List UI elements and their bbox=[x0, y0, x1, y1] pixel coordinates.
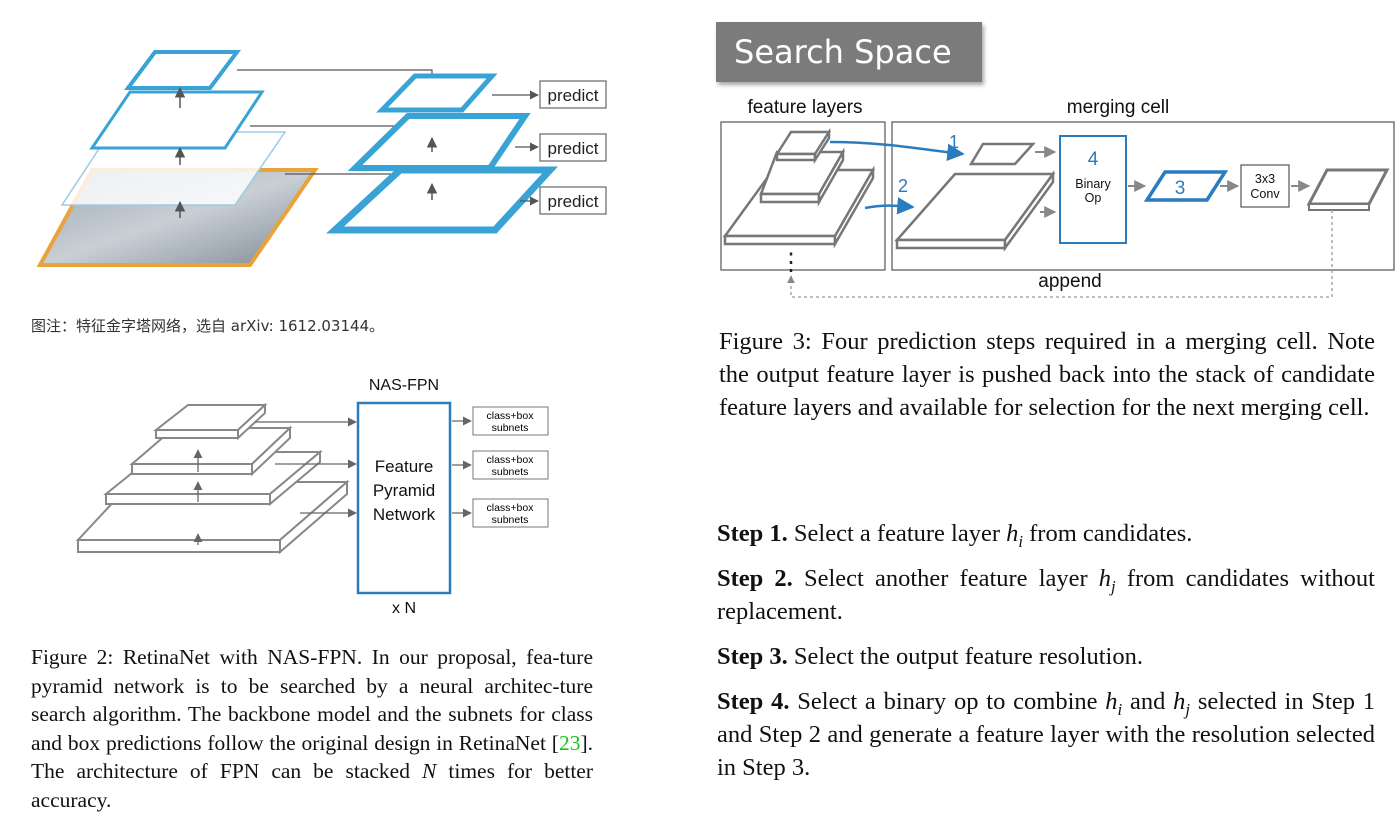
fpn-box-line: Pyramid bbox=[373, 481, 435, 500]
fpn-right-layer-2 bbox=[347, 113, 531, 171]
merging-cell-diagram: feature layers merging cell ⋮ 1 2 4 Bina… bbox=[720, 97, 1395, 298]
step-number: 1 bbox=[949, 132, 959, 152]
subnet-label: subnets bbox=[492, 514, 529, 526]
fpn-left-layer-1 bbox=[124, 50, 241, 90]
feature-layers-label: feature layers bbox=[747, 97, 862, 118]
final-feature-layer bbox=[1306, 168, 1390, 206]
conv-label: Conv bbox=[1250, 187, 1280, 201]
fpn-left-layer-2 bbox=[89, 90, 265, 150]
nas-fpn-diagram: NAS-FPN Feature Pyramid Network x N clas… bbox=[75, 377, 549, 617]
subnet-label: class+box bbox=[487, 502, 535, 514]
predict-label: predict bbox=[547, 86, 598, 105]
binary-op-label: Op bbox=[1085, 191, 1102, 205]
fpn-box-line: Feature bbox=[375, 457, 434, 476]
more-layers-dots: ⋮ bbox=[779, 249, 803, 276]
fpn-right-layer-1 bbox=[376, 73, 498, 113]
merging-cell-label: merging cell bbox=[1067, 97, 1169, 118]
step-1: Step 1. Select a feature layer hi from c… bbox=[717, 520, 1193, 551]
conv-label: 3x3 bbox=[1255, 172, 1275, 186]
step-number: 4 bbox=[1088, 149, 1099, 170]
subnet-label: subnets bbox=[492, 422, 529, 434]
repeat-label: x N bbox=[392, 600, 416, 617]
step-4: Step 4. Select a binary op to combine hi… bbox=[717, 688, 1375, 781]
steps-list: Step 1. Select a feature layer hi from c… bbox=[717, 517, 1375, 784]
feature-pyramid-network-box bbox=[356, 401, 452, 595]
step-2: Step 2. Select another feature layer hj … bbox=[717, 565, 1375, 625]
figure-3-caption: Figure 3: Four prediction steps required… bbox=[719, 328, 1375, 421]
step-number: 3 bbox=[1175, 178, 1186, 199]
binary-op-label: Binary bbox=[1075, 177, 1111, 191]
fpn-right-layer-3 bbox=[326, 166, 558, 234]
output-feature-layer bbox=[1143, 170, 1229, 202]
fpn-box-line: Network bbox=[373, 505, 436, 524]
subnet-label: subnets bbox=[492, 466, 529, 478]
predict-label: predict bbox=[547, 192, 598, 211]
step-3: Step 3. Select the output feature resolu… bbox=[717, 643, 1143, 670]
predict-label: predict bbox=[547, 139, 598, 158]
fpn-caption: 图注：特征金字塔网络，选自 arXiv: 1612.03144。 bbox=[31, 317, 385, 335]
conv-box bbox=[1240, 164, 1290, 208]
figure-2-caption: Figure 2: RetinaNet with NAS-FPN. In our… bbox=[31, 645, 594, 812]
append-loop bbox=[787, 210, 1333, 298]
nas-fpn-title: NAS-FPN bbox=[369, 377, 439, 394]
fpn-diagram: predict predict predict bbox=[36, 50, 607, 267]
search-space-badge: Search Space bbox=[716, 22, 982, 82]
subnet-label: class+box bbox=[487, 454, 535, 466]
append-label: append bbox=[1038, 271, 1101, 292]
citation-link[interactable]: 23 bbox=[558, 730, 581, 755]
step-number: 2 bbox=[898, 176, 908, 196]
binary-op-box bbox=[1059, 135, 1127, 244]
subnet-label: class+box bbox=[487, 410, 535, 422]
